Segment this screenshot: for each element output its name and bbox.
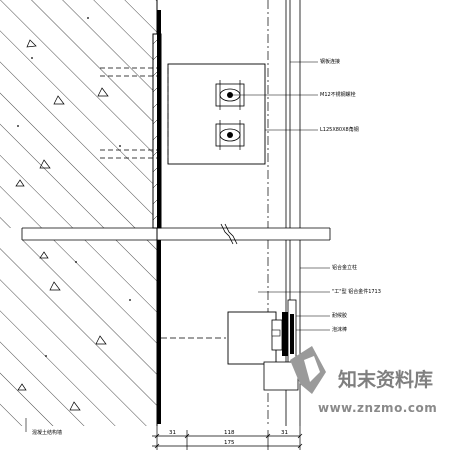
watermark-brand: 知末资料库 (338, 368, 433, 391)
callout-channel: "工"型 铝合金件1713 (332, 288, 381, 295)
floor-slab-band (0, 223, 331, 245)
wall-thick-edge-upper (157, 10, 161, 228)
concrete-wall-lower (0, 240, 157, 426)
dimension-line (152, 426, 303, 450)
wall-thick-edge-lower (157, 240, 161, 424)
dimension-31-right: 31 (281, 430, 288, 436)
angle-bracket (167, 63, 266, 165)
bolt-lower (215, 120, 245, 150)
leader-lines (25, 61, 330, 432)
dimension-31-left: 31 (169, 430, 176, 436)
callout-sealant: 耐候胶 (332, 312, 347, 319)
callout-bolt: M12不锈钢螺栓 (320, 91, 356, 98)
dimension-118: 118 (224, 430, 235, 436)
callout-plate-top: 钢板连接 (320, 58, 340, 65)
callout-angle: L125X80X8角钢 (320, 126, 359, 133)
aluminum-profile (227, 299, 299, 391)
callout-gasket: 泡沫棒 (332, 326, 347, 333)
callout-profile: 铝合金立柱 (332, 264, 357, 271)
anchor-bolts (100, 67, 157, 159)
watermark-url: www.znzmo.com (318, 401, 437, 415)
concrete-wall-upper (0, 0, 157, 228)
dimension-175: 175 (224, 440, 235, 446)
watermark: 知末资料库 www.znzmo.com (290, 346, 437, 415)
bolt-upper (215, 80, 245, 110)
callout-wall: 混凝土结构墙 (32, 429, 62, 436)
